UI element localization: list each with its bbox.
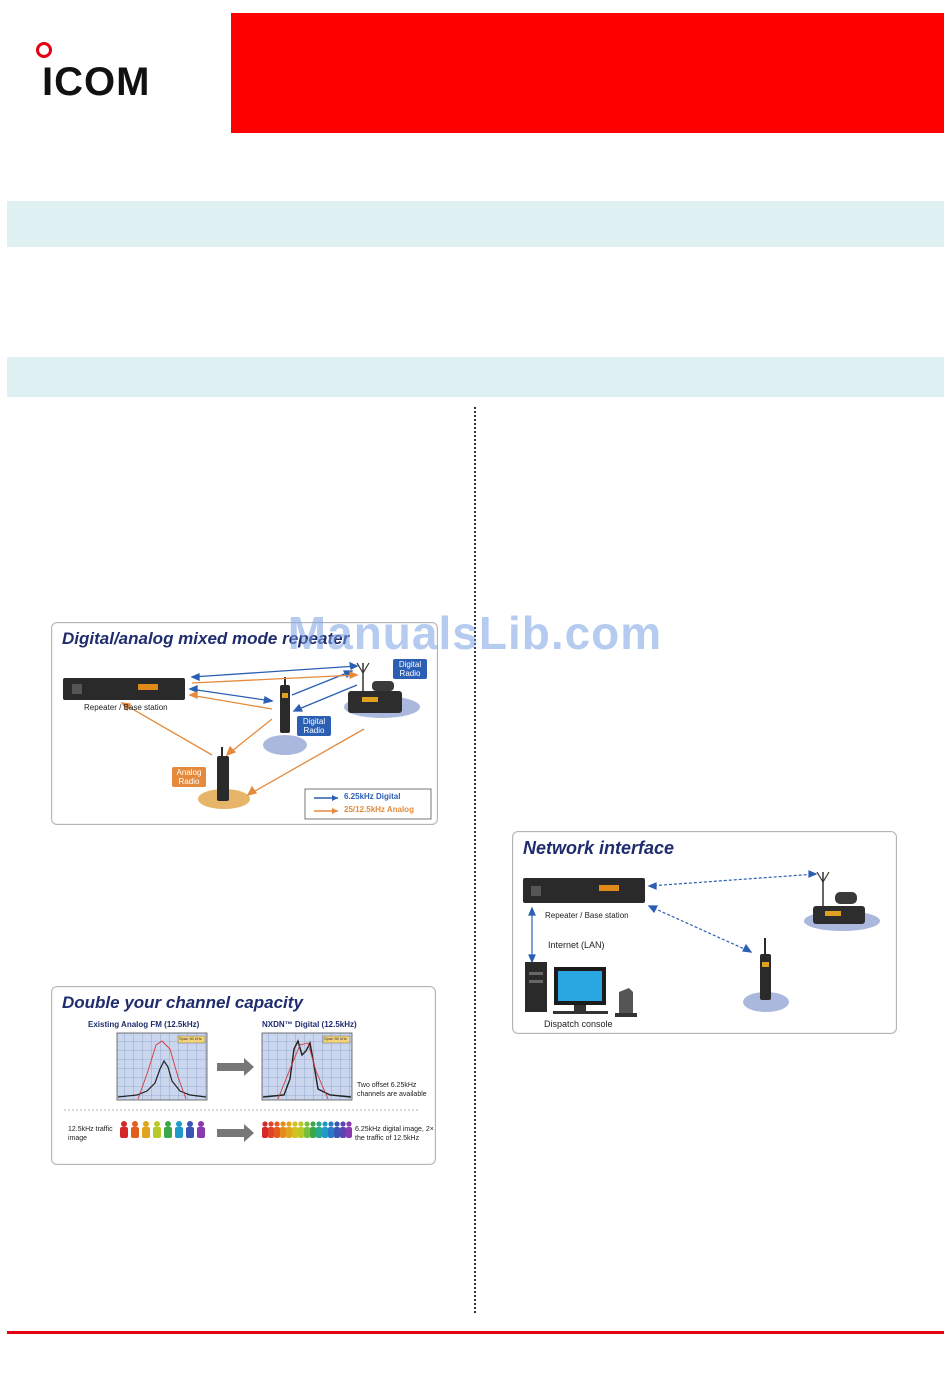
analog-radio-tag: Analog Radio	[172, 767, 206, 787]
analog-traffic-people	[120, 1121, 205, 1138]
logo-text: ICOM	[42, 60, 151, 104]
repeater-unit-icon	[63, 678, 185, 700]
logo-ring-icon	[36, 42, 52, 58]
network-panel: Network interface	[512, 831, 897, 1034]
legend-digital-label: 6.25kHz Digital	[344, 792, 401, 801]
digital-note: 6.25kHz digital image, 2× the traffic of…	[355, 1126, 434, 1142]
legend-analog-label: 25/12.5kHz Analog	[344, 805, 414, 814]
capacity-title: Double your channel capacity	[62, 993, 303, 1012]
repeater-label: Repeater / Base station	[545, 911, 629, 920]
analog-handheld-icon	[217, 756, 229, 801]
digital-traffic-people	[262, 1121, 352, 1138]
offset-note: Two offset 6.25kHz channels are availabl…	[357, 1082, 427, 1098]
digital-heading: NXDN™ Digital (12.5kHz)	[262, 1020, 357, 1029]
analog-heading: Existing Analog FM (12.5kHz)	[88, 1020, 200, 1029]
span-label-right: Span 50 kHz	[324, 1036, 347, 1041]
legend-box	[304, 788, 432, 820]
span-label-left: Span 50 kHz	[179, 1036, 202, 1041]
capacity-diagram	[64, 1032, 418, 1142]
footer-rule	[7, 1331, 944, 1334]
digital-links	[188, 661, 359, 712]
network-title: Network interface	[523, 838, 675, 858]
mixed-mode-title: Digital/analog mixed mode repeater	[62, 629, 350, 648]
traffic-label: 12.5kHz traffic image	[68, 1126, 113, 1142]
network-links	[528, 870, 818, 964]
handheld-glow-ellipse	[743, 992, 789, 1012]
pc-tower-icon	[525, 962, 547, 1012]
section-band-1	[7, 201, 944, 247]
repeater-label: Repeater / Base station	[84, 703, 168, 712]
lan-label: Internet (LAN)	[548, 940, 605, 950]
digital-spectrum-trace	[262, 1039, 352, 1098]
console-label: Dispatch console	[544, 1019, 613, 1029]
arrow-right-icon	[217, 1058, 254, 1076]
handheld-radio-icon	[760, 954, 771, 1000]
capacity-panel: Double your channel capacity Existing An…	[51, 986, 436, 1165]
watermark: ManualsLib.com	[287, 607, 663, 659]
repeater-unit-icon	[523, 878, 645, 903]
arrow-right-icon-2	[217, 1124, 254, 1142]
desk-mic-icon	[619, 988, 633, 1015]
header-banner	[231, 13, 944, 133]
digital-handheld-icon	[280, 685, 290, 733]
mixed-mode-panel: Digital/analog mixed mode repeater	[51, 622, 438, 825]
mixed-mode-diagram	[63, 661, 432, 820]
analog-links	[120, 671, 365, 796]
section-band-2	[7, 357, 944, 397]
network-diagram	[523, 870, 880, 1017]
column-divider	[474, 407, 476, 1313]
handheld-glow-ellipse	[263, 735, 307, 755]
icom-logo: ICOM	[36, 40, 161, 102]
digital-radio-tag-2: Digital Radio	[297, 716, 331, 736]
digital-radio-tag-1: Digital Radio	[393, 659, 427, 679]
